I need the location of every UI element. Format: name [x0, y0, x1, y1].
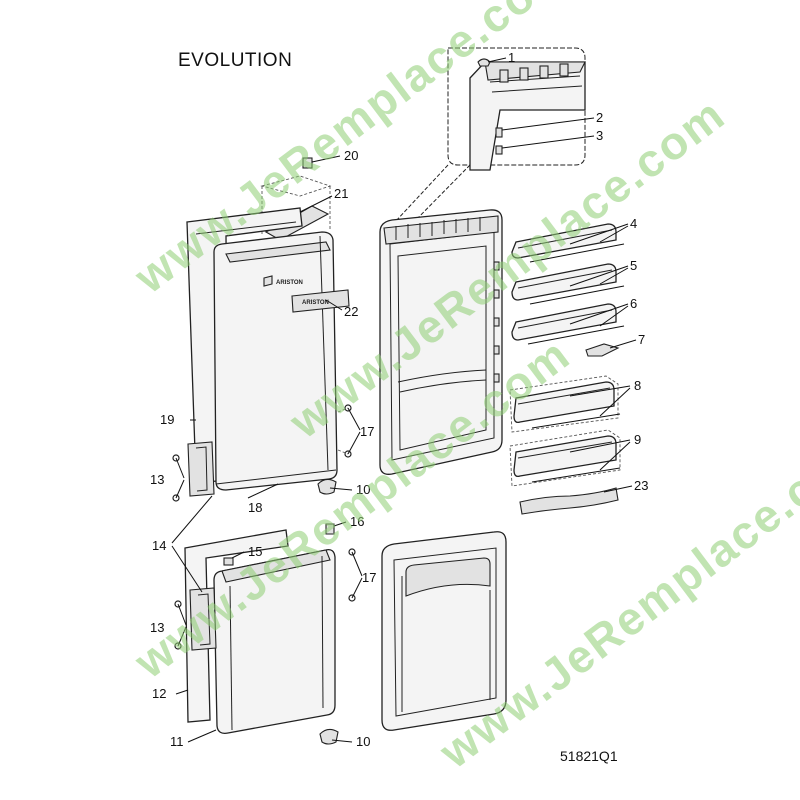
- callout-7: 7: [638, 332, 645, 347]
- callout-8: 8: [634, 378, 641, 393]
- callout-20: 20: [344, 148, 358, 163]
- upper-door-assembly: ARISTON ARISTON: [172, 157, 352, 502]
- callout-15: 15: [248, 544, 262, 559]
- reference-code: 51821Q1: [560, 748, 618, 764]
- callout-3: 3: [596, 128, 603, 143]
- logo-small: ARISTON: [276, 280, 303, 286]
- upper-inner-liner: [379, 209, 503, 475]
- logo-badge: ARISTON: [302, 300, 329, 306]
- detail-inset: [394, 47, 586, 229]
- callout-21: 21: [334, 186, 348, 201]
- callout-19: 19: [160, 412, 174, 427]
- callout-6: 6: [630, 296, 637, 311]
- callout-12: 12: [152, 686, 166, 701]
- callout-16: 16: [350, 514, 364, 529]
- diagram-title: EVOLUTION: [178, 50, 293, 71]
- leader-lines: [171, 57, 637, 743]
- callout-17a: 17: [360, 424, 374, 439]
- callout-labels: 1 2 3 4 5 6 7 8 9 10 10 11 12 13 13 14 1…: [150, 50, 648, 749]
- callout-9: 9: [634, 432, 641, 447]
- callout-10b: 10: [356, 734, 370, 749]
- callout-13a: 13: [150, 472, 164, 487]
- hinge-part-10a: [317, 478, 337, 495]
- callout-14: 14: [152, 538, 166, 553]
- door-shelves: [509, 223, 625, 515]
- pin-part-16: [325, 523, 335, 535]
- callout-11: 11: [170, 734, 184, 749]
- cap-part-15: [223, 557, 234, 566]
- shelf-part-6: [511, 303, 617, 341]
- handle-part-14a: [187, 441, 215, 497]
- badge-part-22: [291, 289, 350, 313]
- callout-13b: 13: [150, 620, 164, 635]
- callout-2: 2: [596, 110, 603, 125]
- screw-part-2: [495, 127, 503, 138]
- callout-5: 5: [630, 258, 637, 273]
- bottle-rail-part-23: [519, 487, 619, 515]
- lower-inner-liner: [381, 531, 507, 731]
- shelf-part-5: [511, 263, 617, 301]
- callout-22: 22: [344, 304, 358, 319]
- callout-10a: 10: [356, 482, 370, 497]
- callout-4: 4: [630, 216, 637, 231]
- cap-part-20: [302, 157, 313, 169]
- cap-part-1: [477, 58, 491, 67]
- callout-23: 23: [634, 478, 648, 493]
- callout-18: 18: [248, 500, 262, 515]
- callout-1: 1: [508, 50, 515, 65]
- lower-door-assembly: [174, 523, 356, 745]
- hinge-part-10b: [319, 728, 339, 745]
- shelf-part-4: [511, 223, 617, 259]
- screw-part-3: [495, 145, 503, 155]
- egg-tray-part-7: [585, 343, 620, 357]
- callout-17b: 17: [362, 570, 376, 585]
